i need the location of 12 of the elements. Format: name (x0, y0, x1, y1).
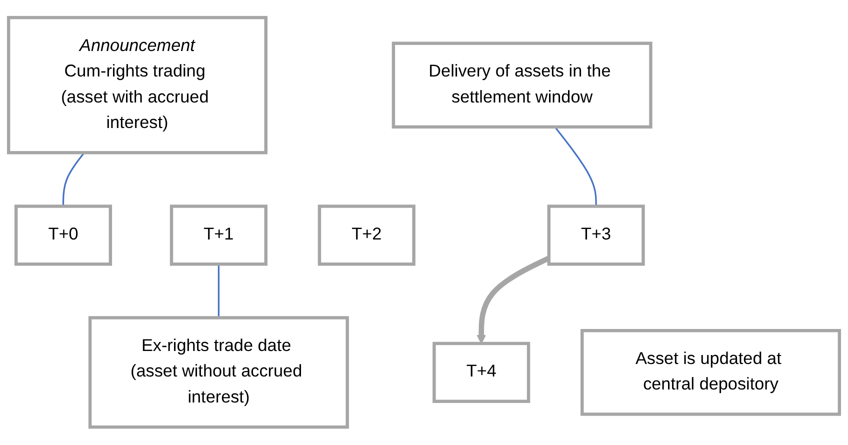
connector (218, 264, 220, 318)
node-box: Ex-rights trade date (asset without accrued interest) (88, 316, 349, 429)
connector (62, 152, 85, 206)
connector (554, 126, 597, 206)
node-box: Asset is updated at central depository (580, 329, 842, 416)
node-box: T+4 (432, 342, 530, 404)
node-box: Announcement Cum-rights trading (asset with accrued interest) (6, 16, 268, 154)
node-box: T+3 (547, 204, 645, 266)
node-box: Delivery of assets in the settlement window (392, 42, 652, 129)
node-box: T+1 (170, 204, 268, 266)
node-box: T+0 (14, 204, 112, 266)
node-box: T+2 (318, 204, 416, 266)
